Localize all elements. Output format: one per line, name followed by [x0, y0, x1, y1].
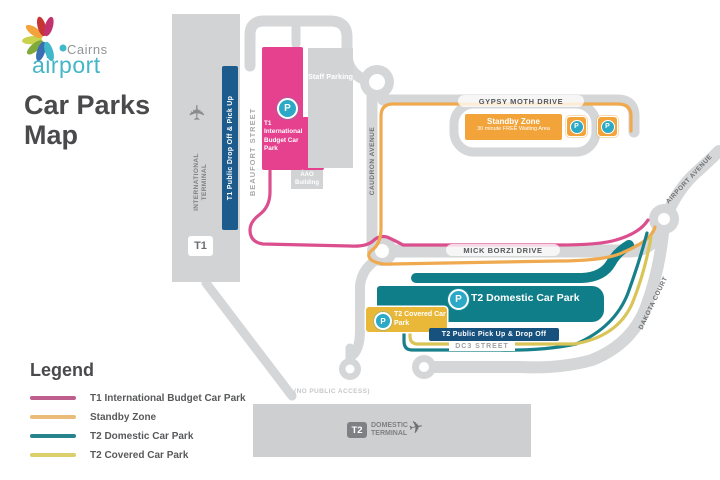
logo-starburst-icon	[22, 16, 67, 61]
standby-parking-icon-1: P	[566, 116, 587, 137]
t2-pickup-bar: T2 Public Pick Up & Drop Off	[429, 328, 559, 341]
legend-label: Standby Zone	[90, 411, 157, 423]
road-t2-west	[346, 252, 387, 361]
t2-code-chip: T2	[347, 422, 367, 438]
parking-icon: P	[600, 119, 615, 134]
gypsy-moth-drive-label: GYPSY MOTH DRIVE	[458, 95, 584, 107]
t2-pickup-label: T2 Public Pick Up & Drop Off	[441, 331, 547, 338]
cairns-airport-logo	[18, 12, 138, 82]
parking-icon: P	[569, 119, 584, 134]
routes	[248, 102, 657, 352]
legend-item-t1-budget: T1 International Budget Car Park	[30, 392, 246, 404]
t1-airplane-icon: ✈	[186, 103, 210, 122]
legend-heading: Legend	[30, 360, 95, 380]
t1-terminal-label: INTERNATIONAL TERMINAL	[193, 153, 208, 211]
standby-zone-box: Standby Zone 30 minute FREE Waiting Area	[465, 114, 562, 140]
route-standby-zone	[367, 102, 657, 266]
legend-swatch-pink	[30, 396, 76, 400]
legend-item-t2-domestic: T2 Domestic Car Park	[30, 430, 193, 442]
legend-swatch-teal	[30, 434, 76, 438]
t1-budget-car-park-label: T1 International Budget Car Park	[264, 120, 303, 152]
route-t2-domestic-entry	[411, 240, 634, 283]
turnaround-east-center	[419, 362, 429, 372]
route-t2-covered	[408, 235, 653, 346]
legend-item-t2-covered: T2 Covered Car Park	[30, 449, 188, 461]
t2-terminal-label: DOMESTIC TERMINAL	[371, 422, 408, 438]
standby-zone-subtitle: 30 minute FREE Waiting Area	[477, 126, 550, 132]
dc3-street-label: DC3 STREET	[449, 341, 515, 351]
route-t1-budget	[248, 169, 650, 248]
t2-covered-car-park-label: T2 Covered Car Park	[394, 311, 446, 328]
standby-parking-icon-2: P	[597, 116, 618, 137]
legend-item-standby: Standby Zone	[30, 411, 156, 423]
t1-dropoff-label: T1 Public Drop Off & Pick Up	[226, 95, 234, 201]
no-public-access-label: (NO PUBLIC ACCESS)	[294, 388, 370, 395]
brand-name-top: Cairns	[67, 42, 108, 57]
mick-borzi-drive-label: MICK BORZI DRIVE	[446, 244, 560, 256]
roundabout-mick-borzi-center	[375, 244, 389, 258]
brand-name-bottom: airport	[32, 52, 101, 78]
roundabout-airport-avenue-center	[658, 213, 670, 225]
page-title-line2: Map	[24, 120, 78, 151]
t2-domestic-parking-icon: P	[448, 289, 469, 310]
legend-label: T2 Domestic Car Park	[90, 430, 194, 442]
aao-building-label: AAO Building	[295, 172, 319, 186]
t2-covered-parking-icon: P	[374, 312, 392, 330]
road-no-public-access	[201, 278, 297, 401]
t1-budget-parking-icon: P	[277, 98, 298, 119]
road-gypsy-moth-drive	[377, 94, 640, 138]
standby-zone-title: Standby Zone	[487, 117, 540, 126]
t2-terminal-building	[253, 404, 531, 457]
legend-swatch-orange	[30, 415, 76, 419]
page-title: Car Parks Map	[24, 90, 150, 150]
roundabout-gypsy-center	[369, 74, 385, 90]
road-dakota-court	[428, 227, 669, 374]
staff-parking-label: Staff Parking	[308, 72, 354, 81]
legend-swatch-yellow	[30, 453, 76, 457]
turnaround-west-center	[345, 364, 355, 374]
t1-dropoff-bar	[222, 66, 238, 230]
page-title-line1: Car Parks	[24, 90, 151, 120]
staff-parking-block	[308, 48, 353, 168]
legend-label: T2 Covered Car Park	[90, 449, 189, 461]
beaufort-street-label: BEAUFORT STREET	[247, 107, 257, 197]
legend-label: T1 International Budget Car Park	[90, 392, 246, 404]
t2-domestic-car-park-label: T2 Domestic Car Park	[471, 292, 580, 304]
t1-code-chip: T1	[188, 236, 213, 256]
caudron-avenue-label: CAUDRON AVENUE	[368, 126, 376, 196]
aao-building-block	[291, 170, 323, 189]
road-airport-avenue	[665, 145, 720, 212]
